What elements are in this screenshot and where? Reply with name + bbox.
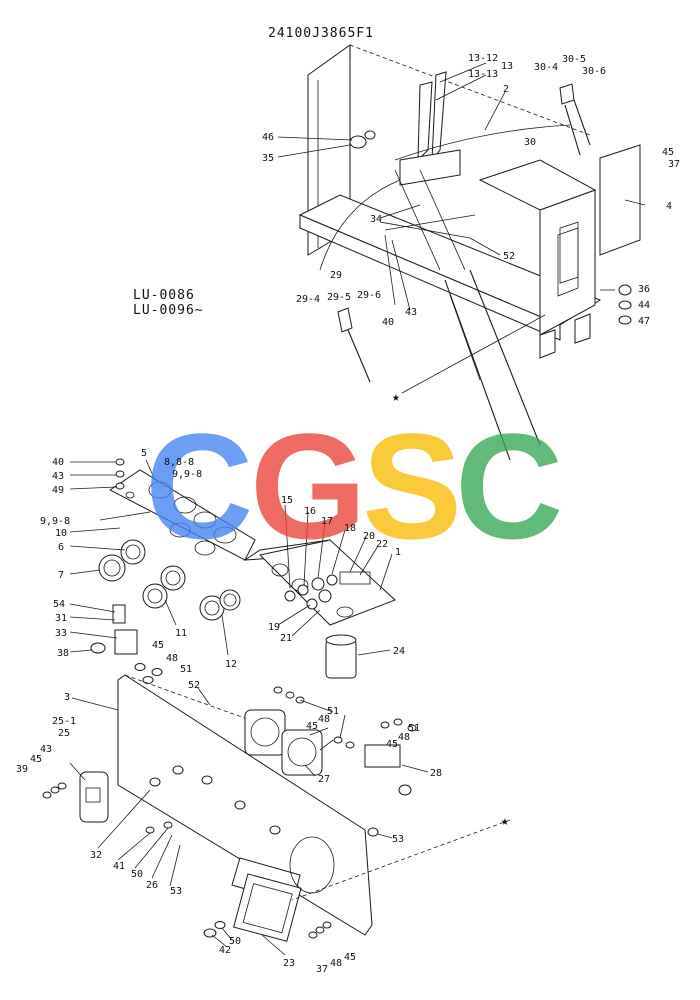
callout: 48 bbox=[398, 732, 410, 743]
callout: 7 bbox=[58, 570, 64, 581]
callout: 40 bbox=[52, 457, 64, 468]
callout: 6 bbox=[58, 542, 64, 553]
instrument-panel-assembly bbox=[69, 458, 396, 684]
callout: 11 bbox=[175, 628, 187, 639]
callout: 51 bbox=[408, 723, 420, 734]
callout: 43 bbox=[405, 307, 417, 318]
callout: 8,8-8 bbox=[164, 457, 194, 468]
callout: 39 bbox=[16, 764, 28, 775]
callout: 30-6 bbox=[582, 66, 606, 77]
callout: 43 bbox=[40, 744, 52, 755]
callout: 34 bbox=[370, 214, 382, 225]
callout: 20 bbox=[363, 531, 375, 542]
callout: ★ bbox=[392, 390, 400, 405]
callout: 23 bbox=[283, 958, 295, 969]
callout: 30-4 bbox=[534, 62, 558, 73]
callout: 24 bbox=[393, 646, 405, 657]
callout: 52 bbox=[503, 251, 515, 262]
callout: 26 bbox=[146, 880, 158, 891]
callout: 19 bbox=[268, 622, 280, 633]
callout: 17 bbox=[321, 516, 333, 527]
callout: 29 bbox=[330, 270, 342, 281]
callout: ★ bbox=[501, 814, 509, 829]
callout-labels: 13-12 13-13 13 2 30-4 30-5 30-6 46 35 30… bbox=[16, 53, 680, 975]
callout: 45 bbox=[386, 739, 398, 750]
callout: 30 bbox=[524, 137, 536, 148]
callout: 27 bbox=[318, 774, 330, 785]
callout: 30-5 bbox=[562, 54, 586, 65]
callout: 51 bbox=[327, 706, 339, 717]
callout: 35 bbox=[262, 153, 274, 164]
watermark-letter-g-red: G bbox=[250, 402, 367, 570]
callout: 4 bbox=[666, 201, 672, 212]
callout: 25 bbox=[58, 728, 70, 739]
callout: 45 bbox=[306, 721, 318, 732]
callout: 5 bbox=[141, 448, 147, 459]
callout: 54 bbox=[53, 599, 65, 610]
callout: 29-5 bbox=[327, 292, 351, 303]
callout: 40 bbox=[382, 317, 394, 328]
watermark: C G S C bbox=[145, 402, 563, 570]
model-code-2: LU-0096~ bbox=[133, 303, 204, 318]
callout: 50 bbox=[131, 869, 143, 880]
callout: 52 bbox=[188, 680, 200, 691]
callout: 53 bbox=[170, 886, 182, 897]
callout: 13 bbox=[501, 61, 513, 72]
callout: 45 bbox=[30, 754, 42, 765]
callout: 50 bbox=[229, 936, 241, 947]
callout: 48 bbox=[330, 958, 342, 969]
callout: 53 bbox=[392, 834, 404, 845]
callout: 48 bbox=[166, 653, 178, 664]
callout: 33 bbox=[55, 628, 67, 639]
callout: 37 bbox=[316, 964, 328, 975]
callout: 31 bbox=[55, 613, 67, 624]
callout: 29-6 bbox=[357, 290, 381, 301]
callout: 22 bbox=[376, 539, 388, 550]
watermark-letter-s-yellow: S bbox=[362, 402, 462, 570]
back-panel-assembly bbox=[42, 674, 511, 956]
callout: 10 bbox=[55, 528, 67, 539]
callout: 13-12 bbox=[468, 53, 498, 64]
callout: 32 bbox=[90, 850, 102, 861]
callout: 21 bbox=[280, 633, 292, 644]
callout: 13-13 bbox=[468, 69, 498, 80]
model-code-1: LU-0086 bbox=[133, 288, 195, 303]
callout: 36 bbox=[638, 284, 650, 295]
callout: 2 bbox=[503, 84, 509, 95]
callout: 15 bbox=[281, 495, 293, 506]
callout: 9,9-8 bbox=[172, 469, 202, 480]
callout: 49 bbox=[52, 485, 64, 496]
callout: 38 bbox=[57, 648, 69, 659]
callout: 12 bbox=[225, 659, 237, 670]
callout: 28 bbox=[430, 768, 442, 779]
callout: 16 bbox=[304, 506, 316, 517]
callout: 42 bbox=[219, 945, 231, 956]
callout: 25-1 bbox=[52, 716, 76, 727]
callout: 29-4 bbox=[296, 294, 320, 305]
watermark-letter-c-green: C bbox=[455, 402, 563, 570]
callout: 45 bbox=[344, 952, 356, 963]
callout: 18 bbox=[344, 523, 356, 534]
diagram-part-number: 24100J3865F1 bbox=[268, 26, 374, 41]
callout: 9,9-8 bbox=[40, 516, 70, 527]
callout: 41 bbox=[113, 861, 125, 872]
callout: 45 bbox=[662, 147, 674, 158]
callout: 51 bbox=[180, 664, 192, 675]
callout: 44 bbox=[638, 300, 650, 311]
callout: 48 bbox=[318, 714, 330, 725]
control-box-assembly bbox=[277, 44, 646, 461]
callout: 47 bbox=[638, 316, 650, 327]
callout: 43 bbox=[52, 471, 64, 482]
callout: 45 bbox=[152, 640, 164, 651]
callout: 37 bbox=[668, 159, 680, 170]
callout: 46 bbox=[262, 132, 274, 143]
callout: 1 bbox=[395, 547, 401, 558]
watermark-letter-c-blue: C bbox=[145, 402, 253, 570]
callout: 3 bbox=[64, 692, 70, 703]
